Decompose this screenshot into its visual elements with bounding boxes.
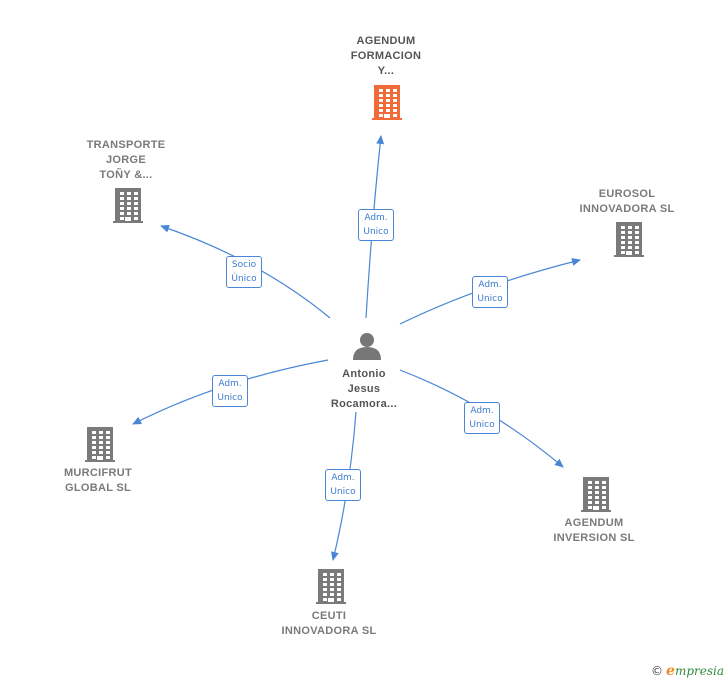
person-icon bbox=[353, 333, 381, 360]
company-label-transporte-jorge: TRANSPORTE JORGE TOÑY &... bbox=[86, 139, 166, 181]
relation-badge-murcifrut: Adm. Unico bbox=[212, 375, 248, 407]
relation-badge-transporte-jorge: Socio Único bbox=[226, 256, 262, 288]
company-label-agendum-formacion: AGENDUM FORMACION Y... bbox=[350, 35, 422, 77]
copyright-symbol: © bbox=[651, 664, 664, 678]
company-label-eurosol: EUROSOL INNOVADORA SL bbox=[579, 188, 675, 215]
building-icon bbox=[113, 188, 143, 223]
company-label-murcifrut: MURCIFRUT GLOBAL SL bbox=[63, 467, 133, 494]
relation-badge-agendum-formacion: Adm. Unico bbox=[358, 209, 394, 241]
footer-brand: ©empresia bbox=[651, 663, 724, 679]
company-label-ceuti: CEUTI INNOVADORA SL bbox=[281, 610, 377, 637]
brand-initial: e bbox=[666, 663, 675, 679]
relation-badge-ceuti: Adm. Unico bbox=[325, 469, 361, 501]
building-icon bbox=[372, 85, 402, 120]
person-label: Antonio Jesus Rocamora... bbox=[330, 368, 398, 410]
company-label-agendum-inversion: AGENDUM INVERSION SL bbox=[553, 517, 635, 544]
building-icon bbox=[581, 477, 611, 512]
relation-badge-agendum-inversion: Adm. Unico bbox=[464, 402, 500, 434]
brand-name: mpresia bbox=[674, 664, 724, 678]
relation-badge-eurosol: Adm. Unico bbox=[472, 276, 508, 308]
building-icon bbox=[614, 222, 644, 257]
building-icon bbox=[85, 427, 115, 462]
building-icon bbox=[316, 569, 346, 604]
